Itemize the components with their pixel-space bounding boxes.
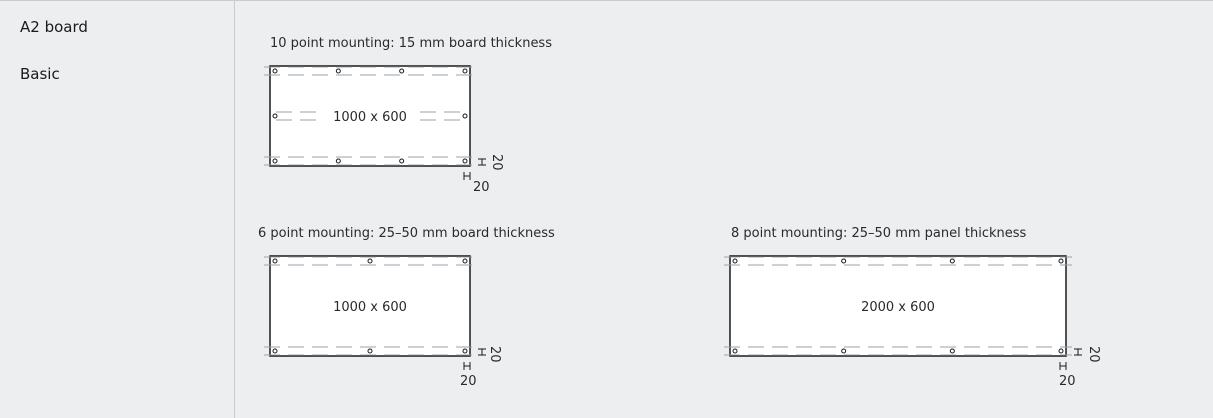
diagram-2-margin-bottom: 20 <box>460 374 477 389</box>
column-divider <box>234 0 235 418</box>
fixing-point <box>732 258 738 264</box>
diagram-3-caption: 8 point mounting: 25–50 mm panel thickne… <box>731 226 1027 241</box>
diagram-2-margin-right: 20 <box>487 346 502 363</box>
fixing-point <box>841 258 847 264</box>
diagram-1-margin-bottom: 20 <box>473 180 490 195</box>
fixing-point <box>272 158 278 164</box>
diagram-1-margin-right: 20 <box>489 154 504 171</box>
fixing-point <box>732 348 738 354</box>
board-outline <box>269 255 471 357</box>
board-size-label: 2000 x 600 <box>861 300 935 315</box>
diagram-1-caption: 10 point mounting: 15 mm board thickness <box>270 36 552 51</box>
fixing-point <box>272 113 278 119</box>
fixing-point <box>1058 348 1064 354</box>
fixing-point <box>272 258 278 264</box>
diagram-1-mounting: 1000 x 600 <box>264 65 486 180</box>
fixing-point <box>1058 258 1064 264</box>
fixing-point <box>272 348 278 354</box>
diagram-2-caption: 6 point mounting: 25–50 mm board thickne… <box>258 226 555 241</box>
fixing-point <box>462 68 468 74</box>
board-category: A2 board <box>20 18 88 36</box>
board-size-label: 1000 x 600 <box>333 110 407 125</box>
fixing-point <box>841 348 847 354</box>
fixing-point <box>335 68 341 74</box>
fixing-point <box>462 258 468 264</box>
diagram-3-margin-right: 20 <box>1086 346 1101 363</box>
top-border <box>0 0 1213 1</box>
board-variant: Basic <box>20 65 60 83</box>
fixing-point <box>367 348 373 354</box>
fixing-point <box>367 258 373 264</box>
fixing-point <box>949 258 955 264</box>
board-outline <box>729 255 1067 357</box>
board-outline <box>269 65 471 167</box>
fixing-point <box>399 68 405 74</box>
diagram-3-mounting: 2000 x 600 <box>724 255 1082 370</box>
fixing-point <box>335 158 341 164</box>
diagram-2-mounting: 1000 x 600 <box>264 255 486 370</box>
fixing-point <box>272 68 278 74</box>
board-size-label: 1000 x 600 <box>333 300 407 315</box>
fixing-point <box>462 348 468 354</box>
fixing-point <box>462 158 468 164</box>
fixing-point <box>949 348 955 354</box>
label-column: A2 board Basic <box>0 0 234 418</box>
fixing-point <box>399 158 405 164</box>
diagram-3-margin-bottom: 20 <box>1059 374 1076 389</box>
fixing-point <box>462 113 468 119</box>
